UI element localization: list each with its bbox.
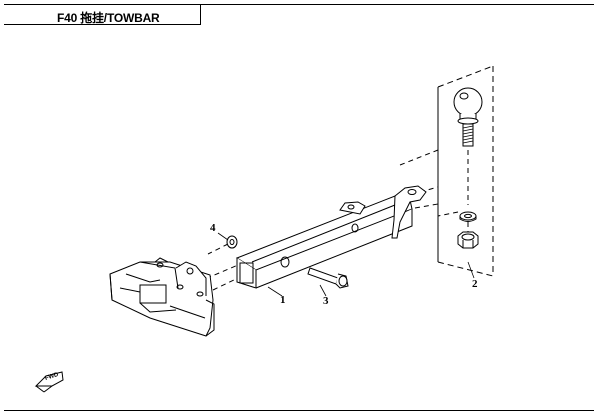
page-title: F40 拖挂/TOWBAR [57,11,160,25]
bolt-icon [307,267,349,289]
front-mount-bracket [109,257,215,337]
callout-3: 3 [323,295,329,307]
top-border-line [200,4,594,5]
callout-2: 2 [472,278,478,290]
mounting-plate-outline [437,65,494,277]
washer-icon [226,235,238,249]
forward-direction-arrow-icon [34,371,64,393]
hex-nut-icon [457,231,479,249]
callout-leaders [217,232,475,297]
callout-1: 1 [280,294,286,306]
lock-washer-icon [459,211,477,222]
tow-bar-tube [235,185,427,289]
callout-4: 4 [210,222,216,234]
bottom-border-line [4,410,594,411]
tow-ball-icon [453,87,483,147]
title-frame: F40 拖挂/TOWBAR [4,4,201,25]
assembly-guide-lines [197,149,469,291]
